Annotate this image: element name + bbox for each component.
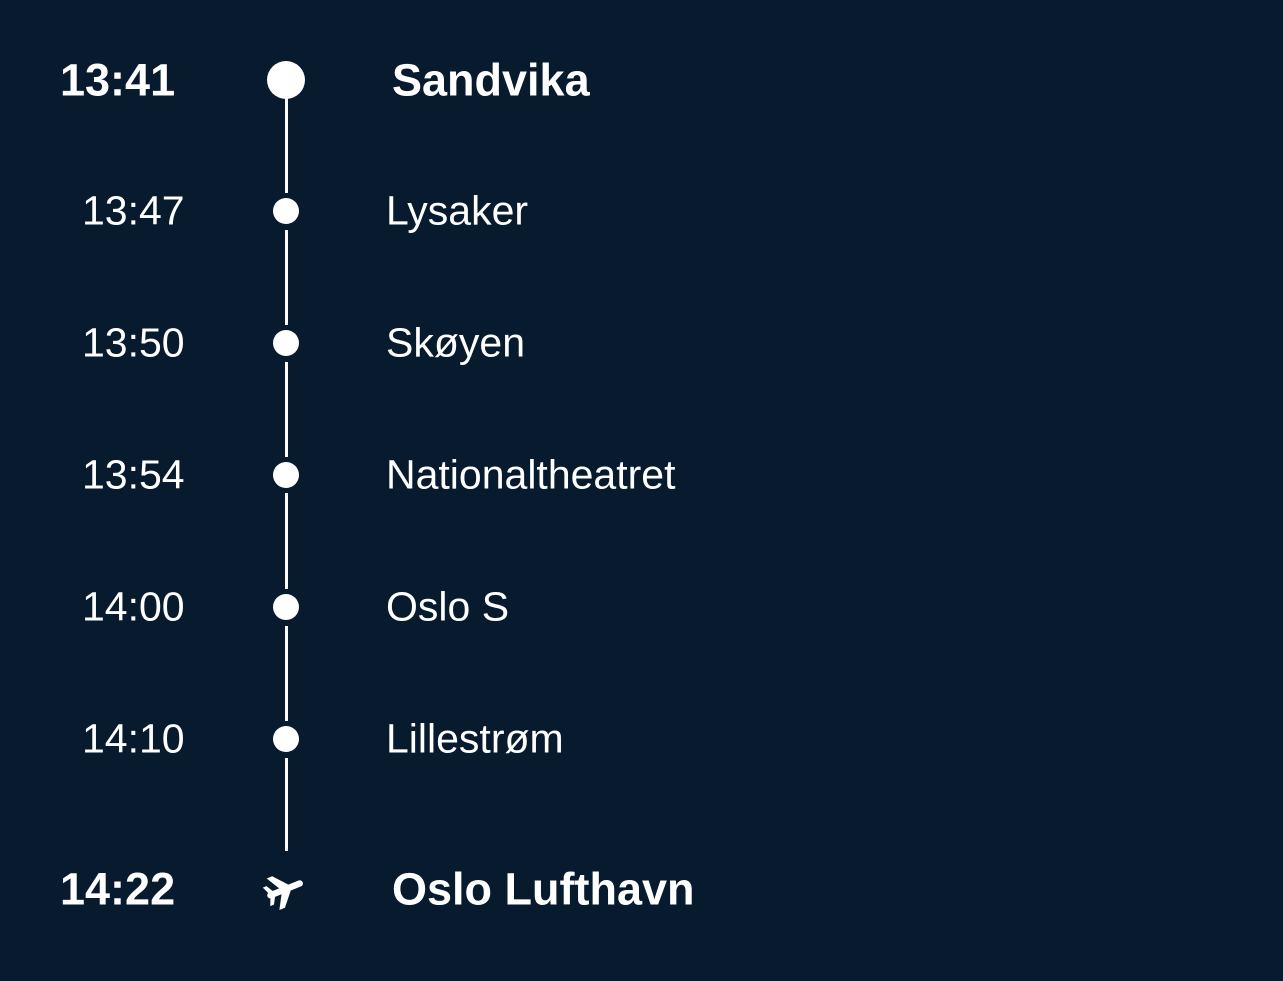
stop-time: 14:10 [82, 715, 185, 762]
stop-time: 13:41 [60, 54, 176, 106]
stop-marker-icon [273, 198, 299, 224]
stop-marker-icon [273, 726, 299, 752]
stop-name: Oslo S [386, 583, 510, 630]
airplane-icon [262, 867, 310, 911]
stop-time: 13:54 [82, 451, 185, 498]
track-line-segment [285, 362, 288, 457]
stop-time: 14:22 [60, 863, 176, 915]
track-line-segment [285, 758, 288, 851]
stop-name: Nationaltheatret [386, 451, 676, 498]
stop-time: 13:50 [82, 319, 185, 366]
stop-time: 13:47 [82, 187, 185, 234]
stop-marker-icon [273, 594, 299, 620]
stop-name: Sandvika [392, 54, 590, 106]
stop-name: Oslo Lufthavn [392, 863, 695, 915]
stop-marker-icon [273, 462, 299, 488]
track-line-segment [285, 493, 288, 589]
stop-name: Lysaker [386, 187, 529, 234]
track-line-segment [285, 230, 288, 325]
track-line-segment [285, 626, 288, 721]
origin-stop-marker-icon [267, 61, 305, 99]
track-line-segment [285, 97, 288, 193]
stop-time: 14:00 [82, 583, 185, 630]
stop-marker-icon [273, 330, 299, 356]
stop-name: Skøyen [386, 319, 525, 366]
stop-name: Lillestrøm [386, 715, 564, 762]
